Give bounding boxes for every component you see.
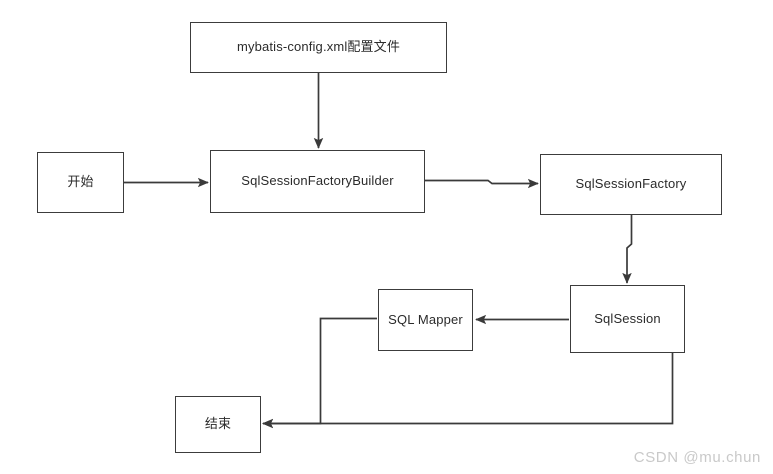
- node-label: SqlSessionFactoryBuilder: [241, 173, 394, 189]
- node-label: SQL Mapper: [388, 311, 463, 327]
- node-end[interactable]: 结束: [175, 396, 261, 453]
- node-label: 开始: [67, 174, 94, 190]
- node-mybatis-config-file[interactable]: mybatis-config.xml配置文件: [190, 22, 447, 73]
- node-label: 结束: [204, 416, 232, 432]
- node-start[interactable]: 开始: [37, 152, 124, 213]
- node-sqlsessionfactory[interactable]: SqlSessionFactory: [540, 154, 722, 215]
- node-sql-mapper[interactable]: SQL Mapper: [378, 289, 473, 351]
- edge-builder-to-factory: [425, 178, 539, 189]
- node-label: SqlSessionFactory: [575, 176, 687, 192]
- node-sqlsession[interactable]: SqlSession: [570, 285, 685, 353]
- watermark: CSDN @mu.chun: [633, 449, 761, 466]
- edge-mapper-to-end: [262, 317, 377, 429]
- edge-sqlsession-to-end: [262, 353, 674, 429]
- node-sqlsessionfactorybuilder[interactable]: SqlSessionFactoryBuilder: [210, 150, 425, 213]
- node-label: SqlSession: [594, 310, 661, 326]
- edge-factory-to-sqlsession: [622, 215, 633, 284]
- node-label: mybatis-config.xml配置文件: [237, 39, 400, 55]
